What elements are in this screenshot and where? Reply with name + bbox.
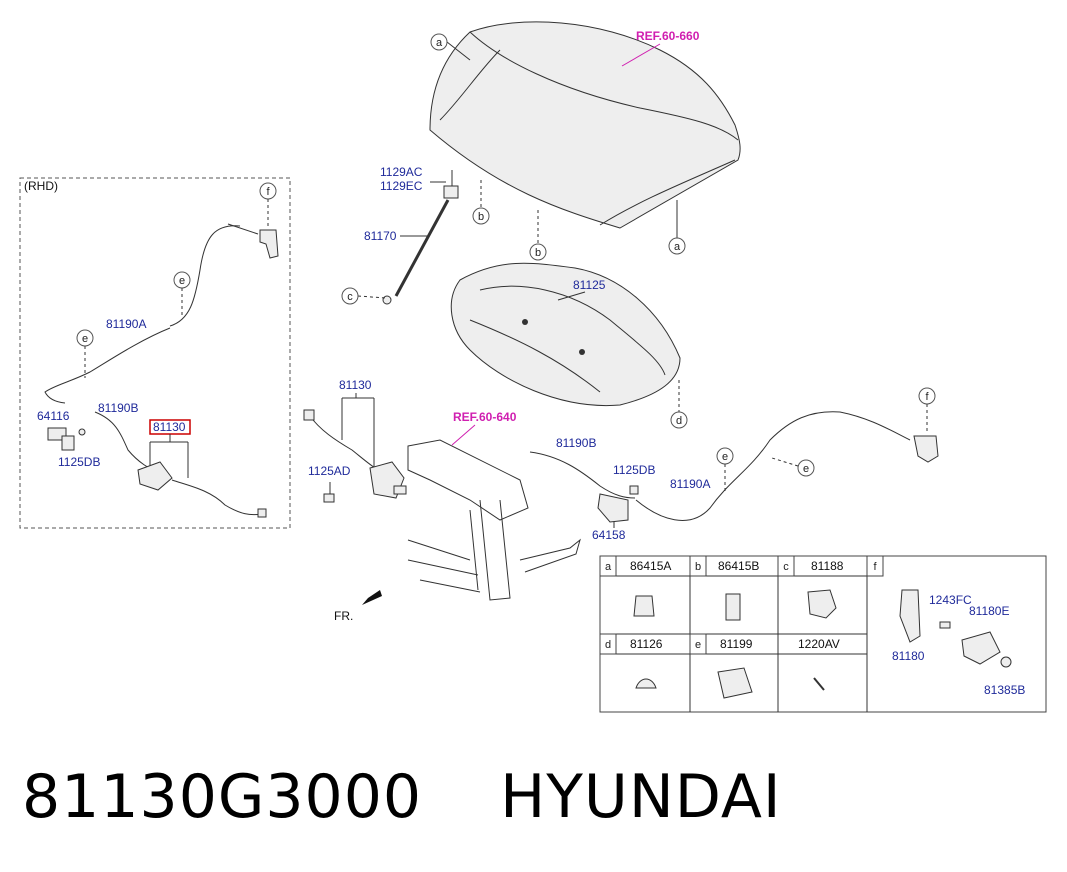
svg-text:f: f [266, 186, 270, 198]
svg-text:1243FC: 1243FC [929, 593, 972, 607]
svg-text:1220AV: 1220AV [798, 637, 840, 651]
svg-text:86415A: 86415A [630, 559, 671, 573]
svg-text:e: e [695, 639, 701, 651]
svg-text:e: e [722, 451, 728, 463]
svg-text:1125DB: 1125DB [58, 455, 100, 469]
svg-text:81190A: 81190A [106, 317, 146, 331]
svg-text:81188: 81188 [811, 559, 844, 573]
highlight-81130-label: 81130 [153, 420, 186, 434]
center-latch: 81130 1125AD [303, 378, 407, 503]
svg-text:1129AC: 1129AC [380, 165, 423, 179]
brand-name: HYUNDAI [500, 762, 782, 832]
parts-diagram: a a b b REF.60-660 1129AC 1129EC 81170 c… [19, 21, 1047, 713]
svg-text:c: c [783, 561, 789, 573]
svg-text:a: a [605, 561, 612, 573]
svg-text:c: c [347, 291, 353, 303]
parts-table: a 86415A b 86415B c 81188 f d 81126 e 81… [599, 555, 1047, 713]
svg-text:e: e [82, 333, 88, 345]
svg-text:1129EC: 1129EC [380, 179, 423, 193]
svg-text:81385B: 81385B [984, 683, 1025, 697]
svg-text:64116: 64116 [37, 409, 70, 423]
svg-text:b: b [535, 247, 541, 259]
svg-text:81130: 81130 [339, 378, 372, 392]
footer: 81130G3000 HYUNDAI [22, 762, 782, 832]
radiator-support: REF.60-640 FR. [334, 410, 581, 623]
ref-60-660-label: REF.60-660 [636, 29, 700, 43]
svg-text:81180E: 81180E [969, 604, 1009, 618]
part-number: 81130G3000 [22, 762, 423, 832]
svg-text:86415B: 86415B [718, 559, 759, 573]
hood-callouts: a a b b [430, 33, 686, 261]
svg-text:a: a [436, 37, 443, 49]
svg-text:(RHD): (RHD) [24, 179, 58, 193]
svg-text:f: f [925, 391, 929, 403]
svg-text:64158: 64158 [592, 528, 626, 542]
svg-text:b: b [695, 561, 701, 573]
svg-text:d: d [605, 639, 611, 651]
svg-text:81190B: 81190B [98, 401, 138, 415]
svg-text:81190B: 81190B [556, 436, 596, 450]
svg-text:d: d [676, 415, 682, 427]
svg-text:e: e [179, 275, 185, 287]
svg-text:e: e [803, 463, 809, 475]
svg-text:f: f [873, 561, 877, 573]
right-cable: 81190B 1125DB 64158 81190A e e f [529, 387, 939, 542]
hood-stay-rod: 1129AC 1129EC 81170 c [341, 165, 459, 305]
svg-text:REF.60-640: REF.60-640 [453, 410, 517, 424]
svg-text:81199: 81199 [720, 637, 753, 651]
svg-text:FR.: FR. [334, 609, 353, 623]
svg-text:81125: 81125 [573, 278, 606, 292]
svg-text:1125DB: 1125DB [613, 463, 655, 477]
svg-text:81180: 81180 [892, 649, 925, 663]
svg-text:1125AD: 1125AD [308, 464, 351, 478]
svg-text:a: a [674, 241, 681, 253]
rhd-inset: (RHD) f e 81190A e 81190B 64116 1125DB 8… [19, 177, 291, 529]
svg-text:b: b [478, 211, 484, 223]
hood-panel [429, 21, 741, 229]
svg-text:81126: 81126 [630, 637, 663, 651]
svg-text:81170: 81170 [364, 229, 397, 243]
hood-insulator: 81125 d [450, 262, 688, 429]
svg-text:81190A: 81190A [670, 477, 710, 491]
